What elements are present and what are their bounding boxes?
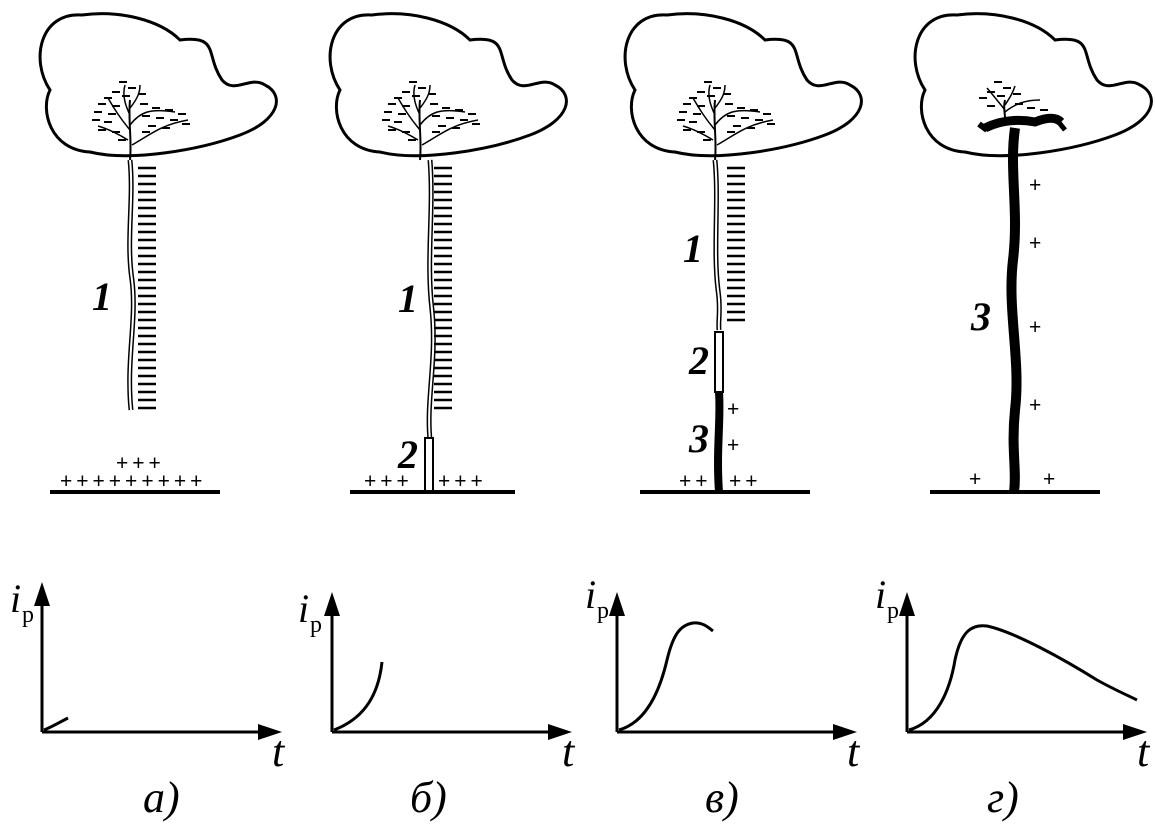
current-graph-a: i р t xyxy=(10,576,286,776)
channel-plus-1-c: + xyxy=(727,398,739,421)
caption-b: б) xyxy=(410,773,447,822)
axis-y-b: i xyxy=(298,586,309,631)
label-1-b: 1 xyxy=(398,276,418,321)
axis-x-c: t xyxy=(847,727,861,776)
cloud-c xyxy=(623,12,863,158)
label-2-c: 2 xyxy=(688,338,709,383)
current-graph-d: i р t xyxy=(875,572,1151,776)
negative-charge-column-c xyxy=(727,166,745,322)
axis-y-sub-b: р xyxy=(310,612,322,638)
caption-c: в) xyxy=(705,773,739,822)
axis-y-sub-a: р xyxy=(22,602,34,628)
label-3-c: 3 xyxy=(688,416,709,461)
axis-x-d: t xyxy=(1137,727,1151,776)
streamer-2-b xyxy=(424,437,434,493)
panel-d: 3 + + + + + + i р t г) xyxy=(875,12,1153,822)
channel-plus-1-d: + xyxy=(1029,174,1041,197)
cloud-charge-b xyxy=(381,81,481,161)
label-1-c: 1 xyxy=(683,226,703,271)
negative-charge-column-b xyxy=(432,166,454,410)
return-stroke-3-d xyxy=(1006,127,1022,493)
axis-y-sub-d: р xyxy=(887,598,899,624)
axis-y-sub-c: р xyxy=(597,598,609,624)
current-graph-b: i р t xyxy=(298,586,576,776)
ground-plus-right-b: +++ xyxy=(438,470,487,493)
ground-plus-bottom-a: +++++++++ xyxy=(60,470,206,493)
label-2-b: 2 xyxy=(397,432,418,477)
channel-plus-3-d: + xyxy=(1029,316,1041,339)
label-1-a: 1 xyxy=(92,274,112,319)
ground-plus-top-a: +++ xyxy=(116,452,165,475)
cloud-charge-d xyxy=(977,81,1067,133)
return-stroke-3-c xyxy=(714,391,724,493)
caption-a: а) xyxy=(143,773,180,822)
ground-plus-left-d: + xyxy=(969,468,981,491)
cloud-charge-c xyxy=(676,81,776,161)
ground-plus-left-b: +++ xyxy=(364,470,413,493)
channel-plus-2-d: + xyxy=(1029,232,1041,255)
panel-a: 1 +++ +++++++++ i р t а) xyxy=(10,12,286,822)
ground-plus-left-c: ++ xyxy=(679,470,712,493)
caption-d: г) xyxy=(987,773,1019,822)
axis-y-d: i xyxy=(875,572,886,617)
channel-plus-4-d: + xyxy=(1029,394,1041,417)
cloud-d xyxy=(913,12,1153,158)
current-graph-c: i р t xyxy=(585,572,861,776)
channel-plus-2-c: + xyxy=(727,434,739,457)
axis-y-a: i xyxy=(10,576,21,621)
ground-plus-right-c: ++ xyxy=(729,470,762,493)
cloud-charge-a xyxy=(91,81,191,161)
axis-x-a: t xyxy=(272,727,286,776)
cloud-a xyxy=(38,12,278,158)
streamer-2-c xyxy=(714,331,724,393)
ground-plus-right-d: + xyxy=(1043,468,1055,491)
panel-b: 1 2 +++ +++ i р t б) xyxy=(298,12,576,822)
panel-c: 1 2 3 + + ++ ++ i р t в) xyxy=(585,12,863,822)
axis-x-b: t xyxy=(562,727,576,776)
negative-charge-column-a xyxy=(136,166,158,410)
cloud-b xyxy=(328,12,568,158)
label-3-d: 3 xyxy=(970,294,991,339)
axis-y-c: i xyxy=(585,572,596,617)
